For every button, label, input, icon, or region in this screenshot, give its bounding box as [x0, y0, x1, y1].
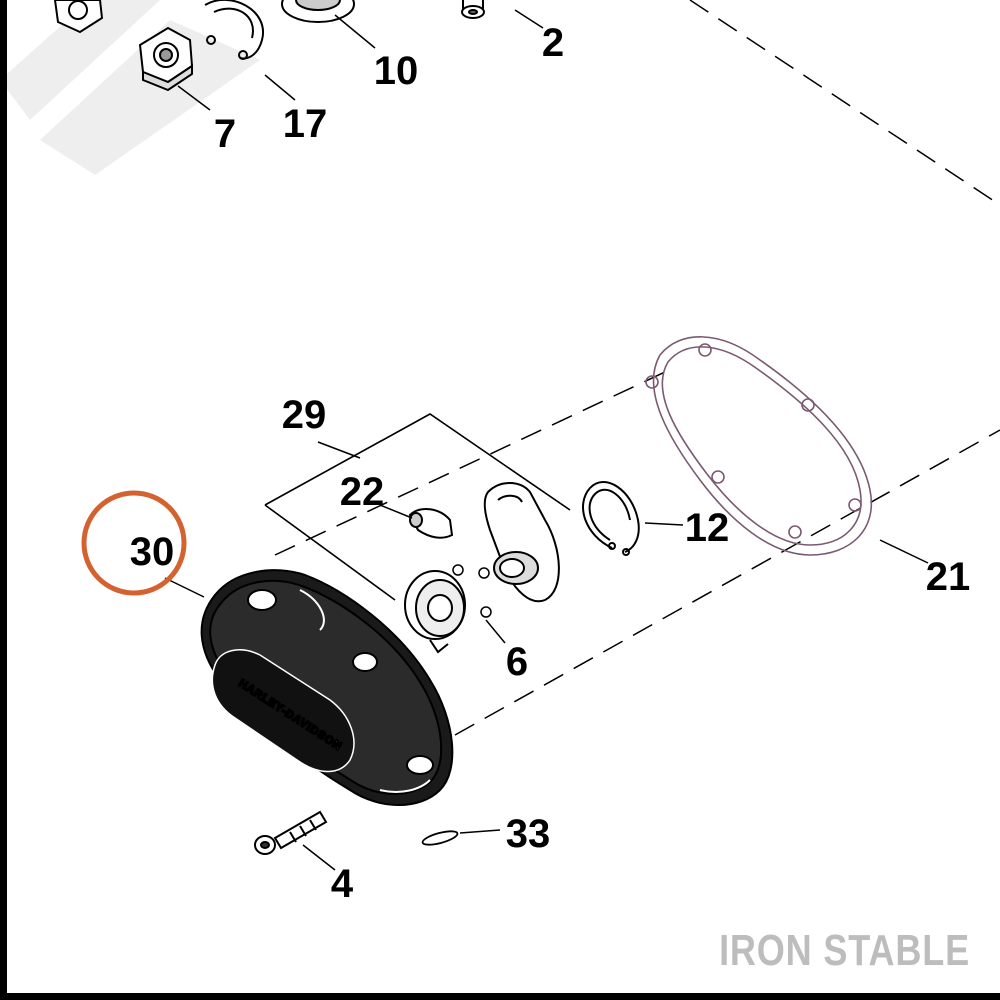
leader-17	[264, 74, 296, 101]
retaining-ring-12	[582, 481, 640, 556]
leader-22	[379, 504, 413, 519]
bolt-4	[254, 810, 328, 855]
leader-4	[302, 844, 336, 871]
leader-2	[514, 9, 544, 29]
gasket-21	[645, 336, 873, 556]
part-label-33: 33	[506, 812, 551, 856]
dashed-line-lower	[454, 429, 1000, 736]
balls-6	[452, 564, 492, 618]
leader-33	[459, 829, 501, 834]
part-label-22: 22	[340, 470, 385, 514]
part-label-10: 10	[374, 49, 419, 93]
dashed-line-middle	[274, 371, 666, 556]
nut-top-left	[53, 0, 104, 34]
leader-7	[177, 85, 211, 111]
hex-nut-7	[138, 26, 194, 92]
dashed-line-top	[689, 0, 1000, 206]
watermark: IRON STABLE	[719, 926, 970, 975]
part-label-2: 2	[542, 21, 564, 65]
part-label-7: 7	[214, 112, 236, 156]
part-label-17: 17	[283, 102, 328, 146]
explosion-dashed-lines	[274, 0, 1000, 736]
ramp-disc	[404, 570, 466, 654]
coupling-22	[408, 508, 454, 539]
part-number-labels: 2 10 7 17 29 22 12 21 30 6 33 4	[130, 21, 971, 906]
part-label-21: 21	[926, 555, 971, 599]
leader-12	[644, 522, 684, 526]
frame-edge-left	[0, 0, 7, 1000]
leader-10	[334, 14, 376, 49]
background-stripes	[0, 0, 260, 175]
bearing-10	[281, 0, 355, 23]
part-label-29: 29	[282, 393, 327, 437]
retaining-ring-17	[204, 0, 265, 60]
plug-2	[461, 0, 485, 19]
leader-21	[879, 539, 929, 564]
release-lever-plate	[483, 482, 560, 603]
bracket-29	[264, 413, 571, 601]
leader-30	[164, 577, 205, 598]
frame-edge-bottom	[0, 993, 1000, 1000]
highlight-ring	[81, 490, 187, 596]
leader-6	[485, 619, 506, 644]
part-label-12: 12	[685, 506, 730, 550]
transmission-cover-30: HARLEY-DAVIDSON	[200, 569, 454, 806]
o-ring-33	[421, 830, 459, 846]
leader-lines	[164, 9, 929, 871]
part-label-30: 30	[130, 530, 175, 574]
part-label-6: 6	[506, 640, 528, 684]
part-label-4: 4	[331, 862, 354, 906]
